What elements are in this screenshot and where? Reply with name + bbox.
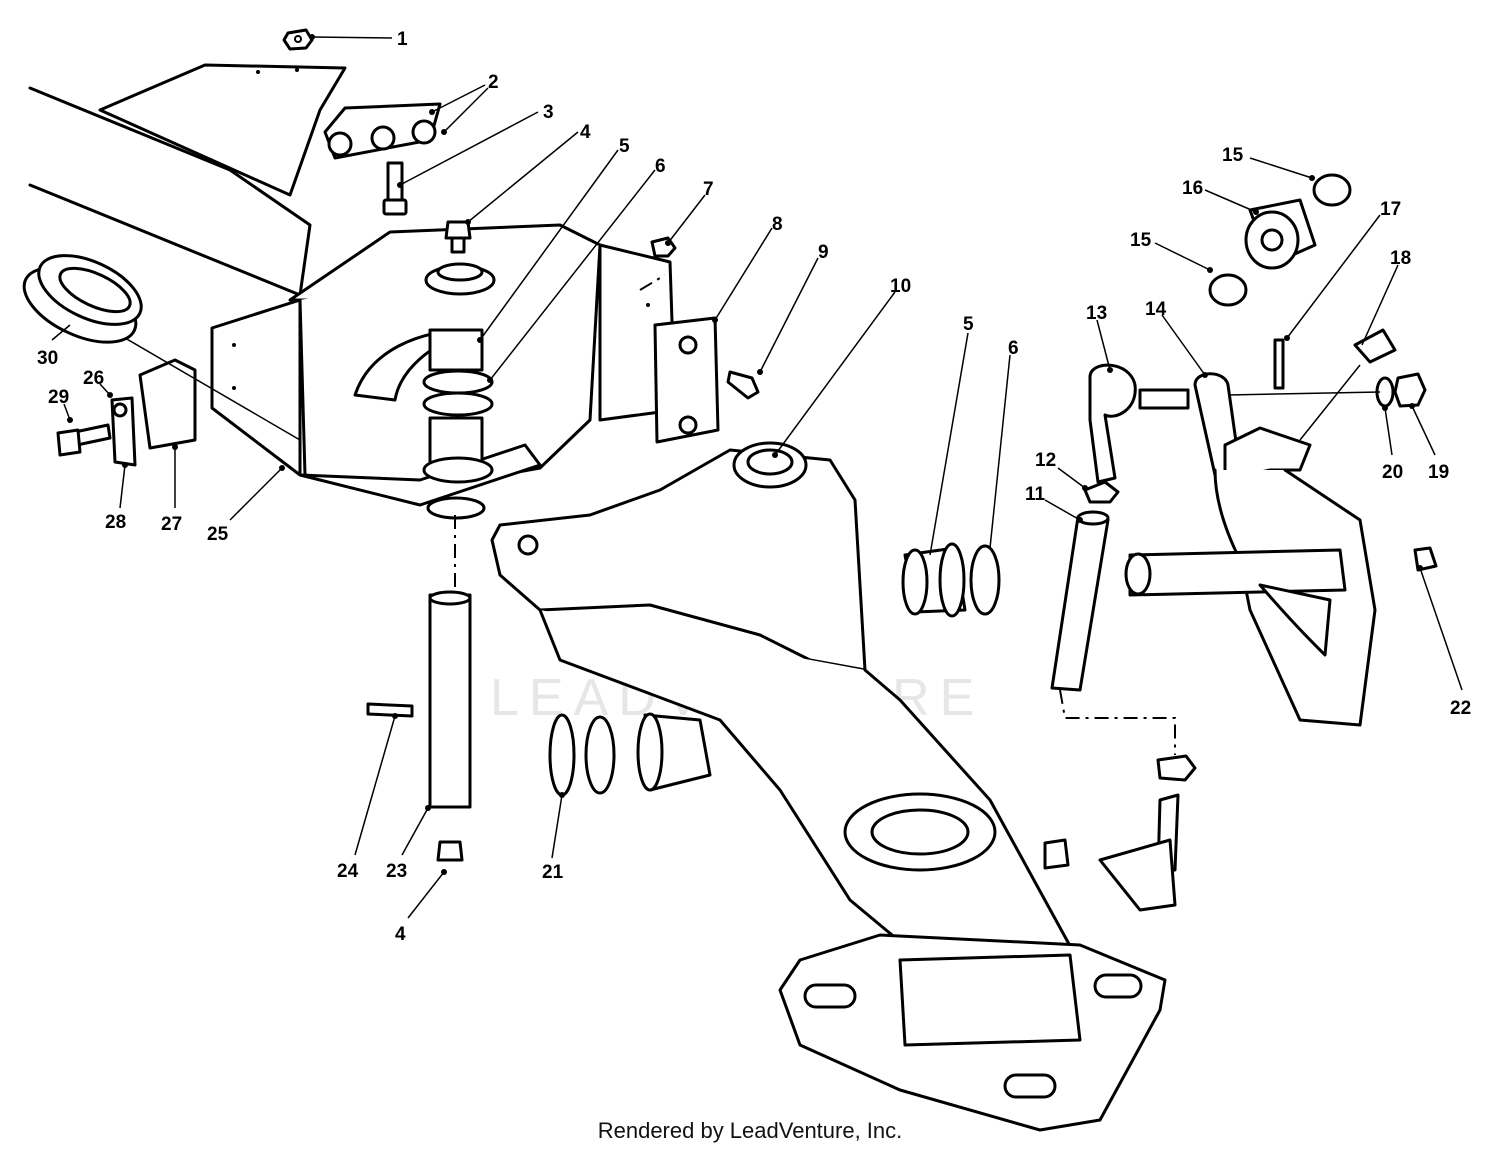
callout-label: 15 [1222, 145, 1244, 166]
callout-label: 18 [1390, 248, 1411, 269]
bolt-part-3 [382, 161, 408, 216]
callout-label: 6 [655, 156, 666, 177]
callout-label: 23 [386, 861, 407, 882]
lower-bushings-part-21 [548, 712, 712, 797]
callout-label: 11 [1025, 484, 1046, 505]
callout-label: 9 [818, 242, 829, 263]
callout-label: 28 [105, 512, 126, 533]
left-hardware [22, 254, 197, 467]
render-credit: Rendered by LeadVenture, Inc. [597, 1118, 903, 1143]
callout-label: 15 [1130, 230, 1152, 251]
bushing-stack [422, 262, 496, 520]
right-bushings [901, 542, 1001, 618]
callout-label: 29 [48, 387, 69, 408]
callout-label: 26 [83, 368, 104, 389]
callout-label: 7 [703, 179, 714, 200]
tie-rod-part-11 [1050, 363, 1190, 755]
top-bushings [1208, 173, 1352, 307]
callout-label: 21 [542, 862, 564, 883]
axle-part-10 [490, 441, 1167, 1132]
callout-label: 27 [161, 514, 182, 535]
callout-label: 5 [963, 314, 974, 335]
clamp-part-2 [323, 102, 442, 160]
steering-arm-part-14 [1124, 372, 1438, 727]
plate-assembly [639, 236, 760, 444]
callout-label: 14 [1145, 299, 1167, 320]
small-hardware [1043, 328, 1427, 912]
callout-label: 19 [1428, 462, 1449, 483]
callout-label: 10 [890, 276, 911, 297]
callout-label: 4 [580, 122, 591, 143]
callout-label: 3 [543, 102, 554, 123]
nut-part-1 [282, 28, 314, 51]
callout-label: 17 [1380, 199, 1401, 220]
callout-label: 13 [1086, 303, 1107, 324]
callout-label: 30 [37, 348, 58, 369]
callout-label: 12 [1035, 450, 1056, 471]
callout-label: 4 [395, 924, 406, 945]
callout-label: 2 [488, 72, 499, 93]
grease-fitting-part-4-top [444, 220, 472, 254]
leader-lines [51, 34, 1463, 919]
callout-labels: 1 2 3 4 5 6 7 8 9 10 5 6 13 14 15 16 15 … [37, 29, 1471, 945]
callout-label: 25 [207, 524, 229, 545]
callout-label: 6 [1008, 338, 1019, 359]
callout-label: 1 [397, 29, 408, 50]
spindle-part-23 [366, 515, 472, 862]
callout-label: 5 [619, 136, 630, 157]
callout-label: 22 [1450, 698, 1471, 719]
callout-label: 24 [337, 861, 359, 882]
callout-label: 16 [1182, 178, 1203, 199]
frame-beam [28, 63, 347, 297]
callout-label: 8 [772, 214, 783, 235]
callout-label: 20 [1382, 462, 1403, 483]
